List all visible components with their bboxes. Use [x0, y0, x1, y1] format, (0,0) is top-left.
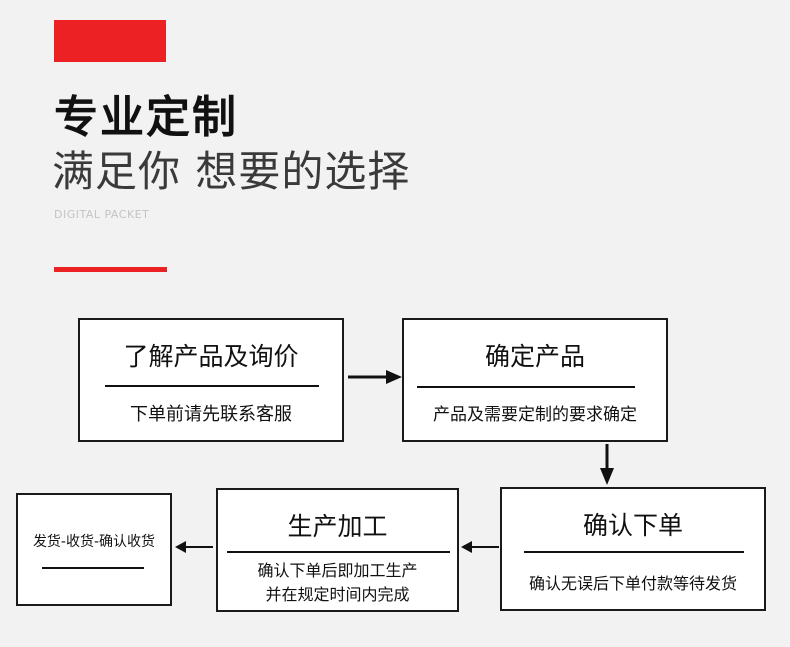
- arrow-down-icon: [600, 444, 614, 485]
- tagline: DIGITAL PACKET: [54, 208, 150, 221]
- step-description: 产品及需要定制的要求确定: [433, 405, 637, 425]
- page-title: 专业定制: [54, 92, 238, 143]
- step-title: 了解产品及询价: [123, 342, 299, 371]
- step-divider: [524, 551, 744, 553]
- page-subtitle: 满足你 想要的选择: [52, 147, 411, 196]
- step-box-delivery: 发货-收货-确认收货: [16, 493, 172, 606]
- step-divider: [417, 386, 635, 388]
- step-divider: [227, 551, 450, 553]
- step-description: 确认下单后即加工生产: [257, 561, 418, 580]
- step-divider: [105, 385, 319, 387]
- step-box-confirm-product: 确定产品 产品及需要定制的要求确定: [402, 318, 668, 442]
- arrow-left-icon: [175, 541, 213, 553]
- step-box-place-order: 确认下单 确认无误后下单付款等待发货: [500, 487, 766, 611]
- step-title: 发货-收货-确认收货: [32, 534, 156, 550]
- step-divider: [42, 567, 144, 569]
- step-title: 生产加工: [287, 512, 388, 541]
- arrow-right-icon: [348, 370, 402, 384]
- arrow-left-icon: [461, 541, 499, 553]
- step-title: 确认下单: [582, 511, 683, 540]
- red-accent-block: [54, 20, 166, 62]
- step-description: 确认无误后下单付款等待发货: [528, 574, 737, 593]
- step-title: 确定产品: [484, 342, 585, 371]
- step-description: 下单前请先联系客服: [130, 404, 292, 425]
- step-box-production: 生产加工 确认下单后即加工生产 并在规定时间内完成: [216, 488, 459, 612]
- step-description: 并在规定时间内完成: [265, 585, 410, 604]
- step-box-inquiry: 了解产品及询价 下单前请先联系客服: [78, 318, 344, 442]
- red-accent-line: [54, 267, 167, 272]
